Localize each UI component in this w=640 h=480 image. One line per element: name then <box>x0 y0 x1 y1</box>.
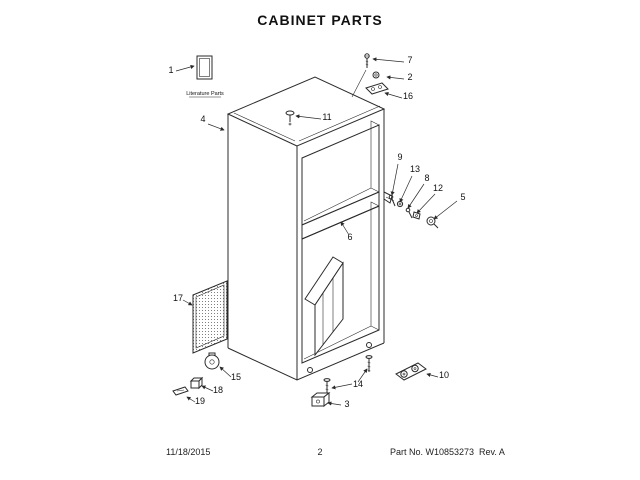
part-7-screw <box>364 53 370 68</box>
part-8-screw <box>405 207 413 219</box>
callouts: 1 2 3 4 5 6 7 8 9 10 11 12 13 14 15 16 1… <box>168 55 465 409</box>
part-10-roller-rail <box>395 362 427 381</box>
part-6-center-rail <box>301 191 380 240</box>
part-12-nut <box>412 211 421 220</box>
callout-18: 18 <box>213 385 223 395</box>
callout-11: 11 <box>322 112 331 122</box>
callout-4: 4 <box>200 114 205 124</box>
callout-9: 9 <box>397 152 402 162</box>
part-11-top-plug <box>285 110 295 126</box>
callout-1: 1 <box>168 65 173 75</box>
page-title: CABINET PARTS <box>257 12 383 28</box>
callout-3: 3 <box>344 399 349 409</box>
part-3-foot-bracket <box>310 391 331 408</box>
leveling-screw-right <box>365 355 373 372</box>
center-hinge-bracket <box>383 191 393 204</box>
callout-14: 14 <box>353 379 363 389</box>
footer-date: 11/18/2015 <box>166 447 211 457</box>
center-hinge-parts <box>383 191 439 229</box>
air-duct-ramp <box>304 256 344 357</box>
leader-lines <box>175 57 458 406</box>
part-14-leveling-screws <box>323 355 373 396</box>
part-1-literature: Literature Parts <box>186 55 224 98</box>
callout-17: 17 <box>173 293 183 303</box>
part-19-shim <box>172 386 189 396</box>
part-16-hinge-plate <box>365 82 389 95</box>
callout-2: 2 <box>407 72 412 82</box>
callout-6: 6 <box>347 232 352 242</box>
part-13-washer <box>396 200 404 208</box>
callout-12: 12 <box>433 183 443 193</box>
callout-8: 8 <box>424 173 429 183</box>
literature-parts-label: Literature Parts <box>186 91 224 97</box>
page-footer: 11/18/2015 2 Part No. W10853273 Rev. A <box>0 447 640 461</box>
footer-part-number: Part No. W10853273 Rev. A <box>390 447 505 457</box>
callout-16: 16 <box>403 91 413 101</box>
callout-7: 7 <box>407 55 412 65</box>
part-5-cam <box>426 216 439 229</box>
top-hinge-parts <box>351 53 389 98</box>
cabinet-front-openings <box>301 120 380 373</box>
footer-page-number: 2 <box>317 447 323 457</box>
base-roller-front <box>307 367 313 373</box>
callout-10: 10 <box>439 370 449 380</box>
callout-13: 13 <box>410 164 420 174</box>
cabinet-outline <box>226 76 386 381</box>
part-15-roller-wheel <box>204 352 220 370</box>
callout-5: 5 <box>460 192 465 202</box>
callout-15: 15 <box>231 372 241 382</box>
base-roller-right <box>366 342 372 348</box>
callout-19: 19 <box>195 396 205 406</box>
part-2-grommet <box>372 71 380 79</box>
part-17-rear-panel <box>192 280 228 354</box>
part-18-bracket <box>189 376 204 390</box>
